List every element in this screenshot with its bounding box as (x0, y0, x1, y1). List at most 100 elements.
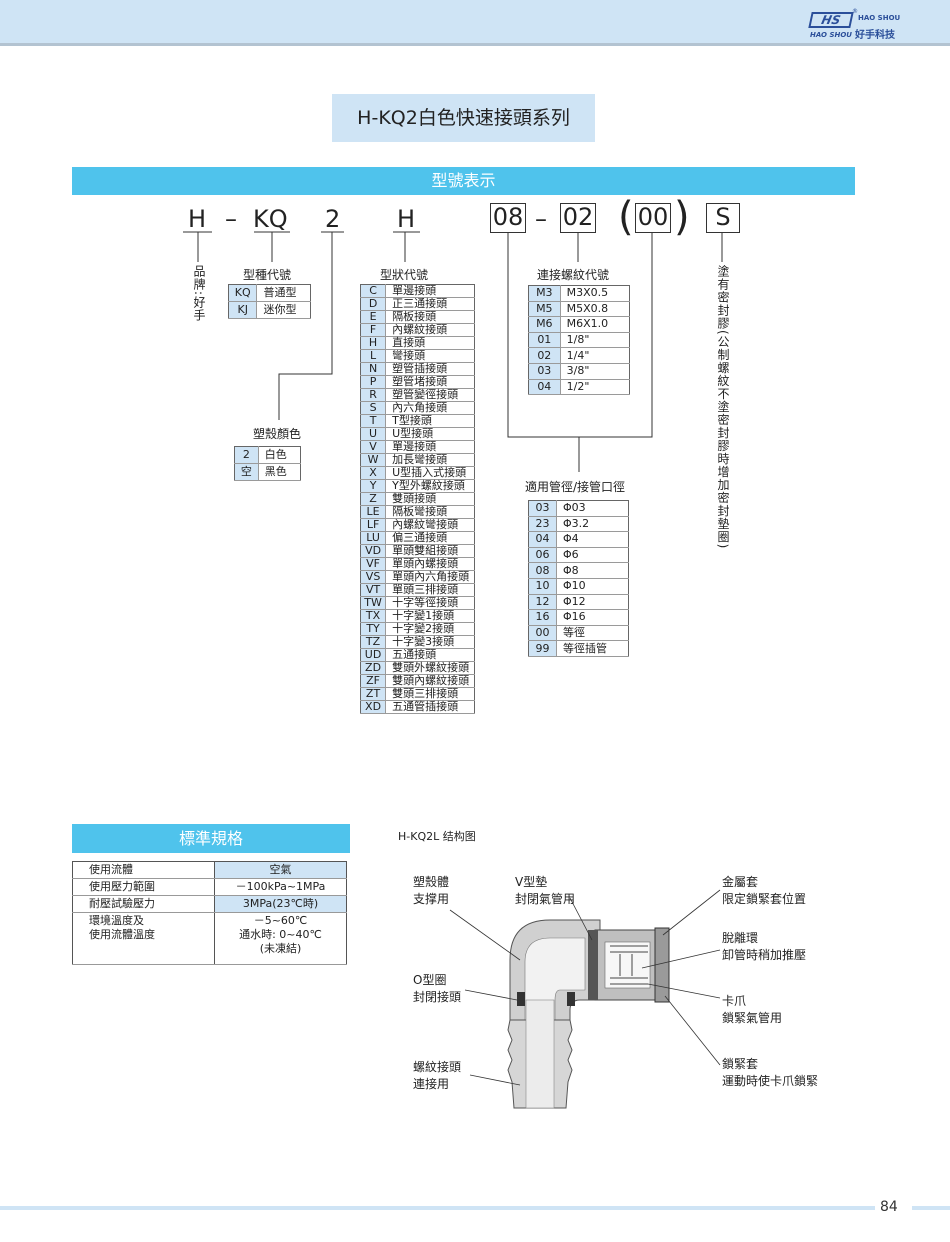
section-title: 型號表示 (72, 167, 855, 195)
label-line: 塑殼體 (413, 875, 450, 889)
shape-desc: 雙頭外螺紋接頭 (385, 661, 475, 675)
shape-code: U (360, 427, 387, 441)
shape-desc: T型接頭 (385, 414, 475, 428)
spec-label: 環境溫度及 使用流體溫度 (72, 912, 215, 965)
table-row: 使用流體空氣 (72, 861, 347, 879)
page-number: 84 (880, 1199, 898, 1215)
thread-desc: M5X0.8 (560, 301, 630, 318)
thread-desc: 1/2" (560, 379, 630, 396)
pipe-desc: 等徑插管 (556, 640, 629, 657)
spec-title: 標準規格 (72, 824, 350, 853)
shape-code: TW (360, 596, 387, 610)
spec-value-line: －5~60℃ (253, 914, 308, 927)
type-code: KJ (228, 301, 258, 319)
shape-code: Y (360, 479, 387, 493)
shape-desc: 單頭內六角接頭 (385, 570, 475, 584)
pipe-desc: Φ10 (556, 578, 629, 595)
label-line: 限定鎖緊套位置 (722, 892, 807, 906)
shape-code: LF (360, 518, 387, 532)
thread-desc: 1/8" (560, 332, 630, 349)
label-line: V型墊 (515, 875, 548, 889)
label-line: 卡爪 (722, 994, 747, 1008)
shape-code: C (360, 284, 387, 298)
pipe-desc: 等徑 (556, 625, 629, 642)
shape-desc: 單頭雙組接頭 (385, 544, 475, 558)
pipe-desc: Φ4 (556, 531, 629, 548)
code-type: KQ (253, 205, 288, 233)
pipe-code: 00 (528, 625, 557, 642)
label-claw: 卡爪鎖緊氣管用 (722, 992, 782, 1026)
label-line: O型圈 (413, 973, 447, 987)
thread-code: M6 (528, 316, 561, 333)
spec-value-line: (未凍結) (259, 942, 302, 955)
spec-label: 使用流體 (72, 861, 215, 879)
label-line: 鎖緊氣管用 (722, 1011, 783, 1025)
label-line: 運動時使卡爪鎖緊 (722, 1074, 819, 1088)
code-paren-right: ) (674, 194, 690, 240)
spec-value: 空氣 (214, 861, 347, 879)
registered-mark: ® (852, 8, 858, 15)
pipe-code: 08 (528, 562, 557, 579)
sealant-label: 塗有密封膠(公制螺紋不塗密封膠時增加密封墊圈) (716, 265, 730, 550)
shape-code: R (360, 388, 387, 402)
shape-code: D (360, 297, 387, 311)
label-line: 封閉接頭 (413, 990, 462, 1004)
label-thread: 螺紋接頭連接用 (413, 1058, 461, 1092)
label-line: 金屬套 (722, 875, 759, 889)
type-title: 型種代號 (243, 268, 292, 282)
shape-desc: 內六角接頭 (385, 401, 475, 415)
shape-code: ZD (360, 661, 387, 675)
shape-desc: U型插入式接頭 (385, 466, 475, 480)
pipe-code: 23 (528, 516, 557, 533)
shape-code: H (360, 336, 387, 350)
shape-code: V (360, 440, 387, 454)
spec-value: 3MPa(23℃時) (214, 895, 347, 913)
shape-code: UD (360, 648, 387, 662)
shape-desc: 雙頭接頭 (385, 492, 475, 506)
shape-desc: 內螺紋彎接頭 (385, 518, 475, 532)
shape-code: TX (360, 609, 387, 623)
type-desc: 普通型 (256, 284, 311, 302)
pipe-desc: Φ03 (556, 500, 629, 517)
shape-desc: 十字變3接頭 (385, 635, 475, 649)
shape-desc: 單頭內螺接頭 (385, 557, 475, 571)
pipe-code: 99 (528, 640, 557, 657)
shape-desc: 十字等徑接頭 (385, 596, 475, 610)
spec-value: －100kPa~1MPa (214, 878, 347, 896)
label-line: 卸管時稍加推壓 (722, 948, 807, 962)
brand-label: 品牌:好手 (192, 265, 206, 323)
shape-code: P (360, 375, 387, 389)
type-desc: 迷你型 (256, 301, 311, 319)
spec-label: 使用壓力範圍 (72, 878, 215, 896)
shape-code: VF (360, 557, 387, 571)
shape-desc: 雙頭三排接頭 (385, 687, 475, 701)
label-line: 連接用 (413, 1077, 450, 1091)
shape-desc: 內螺紋接頭 (385, 323, 475, 337)
